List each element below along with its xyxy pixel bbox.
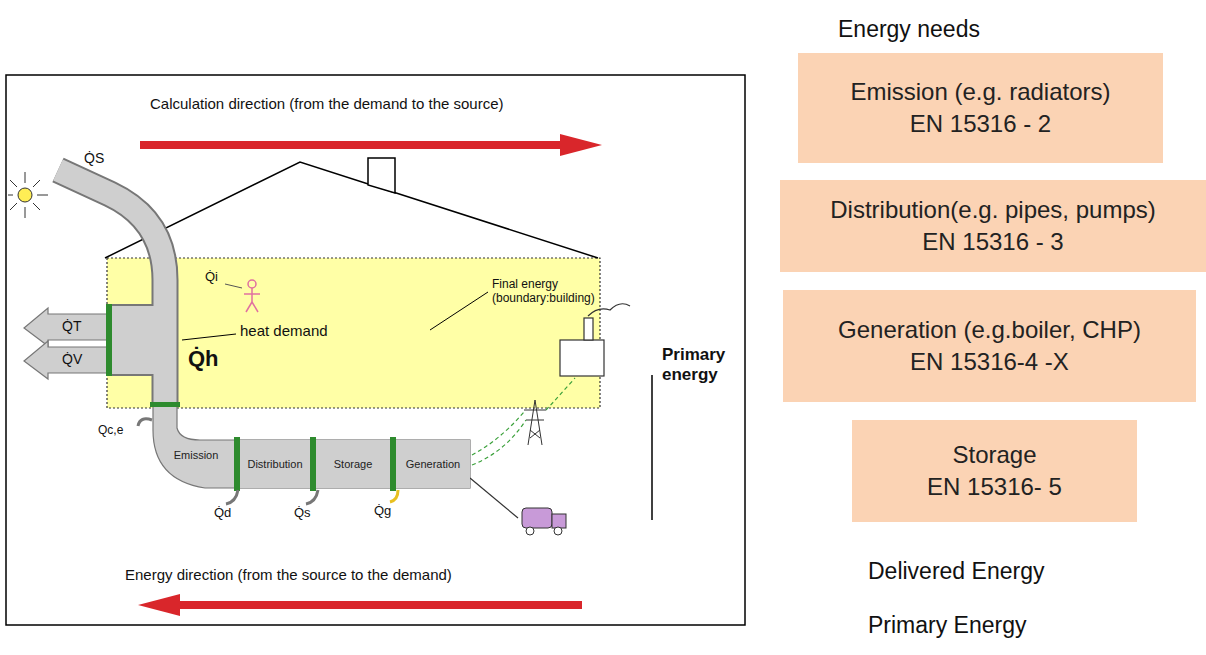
loss-curl <box>390 490 398 502</box>
leader-line <box>182 334 236 340</box>
box-title: Storage <box>334 457 373 472</box>
stage-box: Emission (e.g. radiators)EN 15316 - 2 <box>798 53 1163 163</box>
fuel-line <box>470 478 518 518</box>
heat-symbol: Q̇T <box>62 318 81 334</box>
heat-symbol: Q̇S <box>84 150 104 166</box>
box-title: Storage <box>952 439 1036 471</box>
wall-flow-outline <box>111 304 171 376</box>
stage-box: StorageEN 15316- 5 <box>852 420 1137 522</box>
heat-symbol: Q̇g <box>374 504 391 519</box>
heat-symbol: Q̇s <box>294 506 311 521</box>
stage-box: Distribution(e.g. pipes, pumps)EN 15316 … <box>780 180 1206 272</box>
side-label: Primary energy <box>662 345 742 384</box>
heat-symbol: Q̇V <box>62 351 82 367</box>
roof <box>105 162 598 258</box>
column-heading: Primary Energy <box>868 612 1026 638</box>
red-arrow <box>140 141 562 149</box>
loss-curl <box>306 490 318 504</box>
system-bar <box>235 440 470 488</box>
box-title: Distribution <box>247 457 302 472</box>
sun <box>8 172 48 218</box>
wall-flow <box>112 306 172 374</box>
box-code: EN 15316 - 3 <box>922 226 1063 258</box>
stage-box: Generation (e.g.boiler, CHP)EN 15316-4 -… <box>783 290 1196 402</box>
boundary-note: Final energy (boundary:building) <box>492 278 617 306</box>
chimney <box>368 158 395 193</box>
person <box>244 280 260 312</box>
box-title: Emission <box>174 448 219 463</box>
power-line <box>546 378 575 410</box>
loss-curl <box>226 490 238 504</box>
flow-note: heat demand <box>240 322 328 339</box>
power-line <box>472 420 526 465</box>
bar-segment: Generation <box>396 440 470 488</box>
box-title: Generation (e.g.boiler, CHP) <box>838 314 1141 346</box>
box-title: Emission (e.g. radiators) <box>850 76 1110 108</box>
box-code: EN 15316 - 2 <box>910 108 1051 140</box>
box-code: EN 15316- 5 <box>927 471 1062 503</box>
red-arrow <box>178 601 582 609</box>
heat-symbol: Q̇h <box>188 346 219 371</box>
power-line <box>472 412 524 455</box>
box-code: EN 15316-4 -X <box>910 346 1069 378</box>
transmission-arrow <box>24 308 107 346</box>
pylon <box>524 400 546 445</box>
box-title: Distribution(e.g. pipes, pumps) <box>830 194 1155 226</box>
emission-bend <box>153 405 235 488</box>
heat-symbol: Q̇i <box>205 270 218 285</box>
fuel-truck <box>522 508 566 535</box>
direction-text: Energy direction (from the source to the… <box>125 566 452 583</box>
gain-arrow <box>225 284 242 288</box>
green-boundary <box>106 304 112 376</box>
leader-line <box>430 292 488 330</box>
red-arrowhead <box>138 594 180 616</box>
power-plant <box>560 304 630 376</box>
bar-segment: Distribution <box>240 440 310 488</box>
direction-text: Calculation direction (from the demand t… <box>150 95 504 112</box>
heat-symbol: Q̇d <box>214 506 231 521</box>
red-arrowhead <box>560 134 602 156</box>
frame <box>6 75 745 625</box>
bar-segment: Emission <box>160 446 232 465</box>
box-title: Generation <box>406 457 460 472</box>
bar-segment: Storage <box>316 440 390 488</box>
ventilation-arrow <box>24 341 107 379</box>
loss-curl <box>138 419 152 426</box>
column-heading: Energy needs <box>838 16 980 42</box>
green-boundary <box>150 402 180 407</box>
heat-symbol: Qc,e <box>98 424 123 438</box>
divider <box>651 375 653 520</box>
column-heading: Delivered Energy <box>868 558 1044 584</box>
